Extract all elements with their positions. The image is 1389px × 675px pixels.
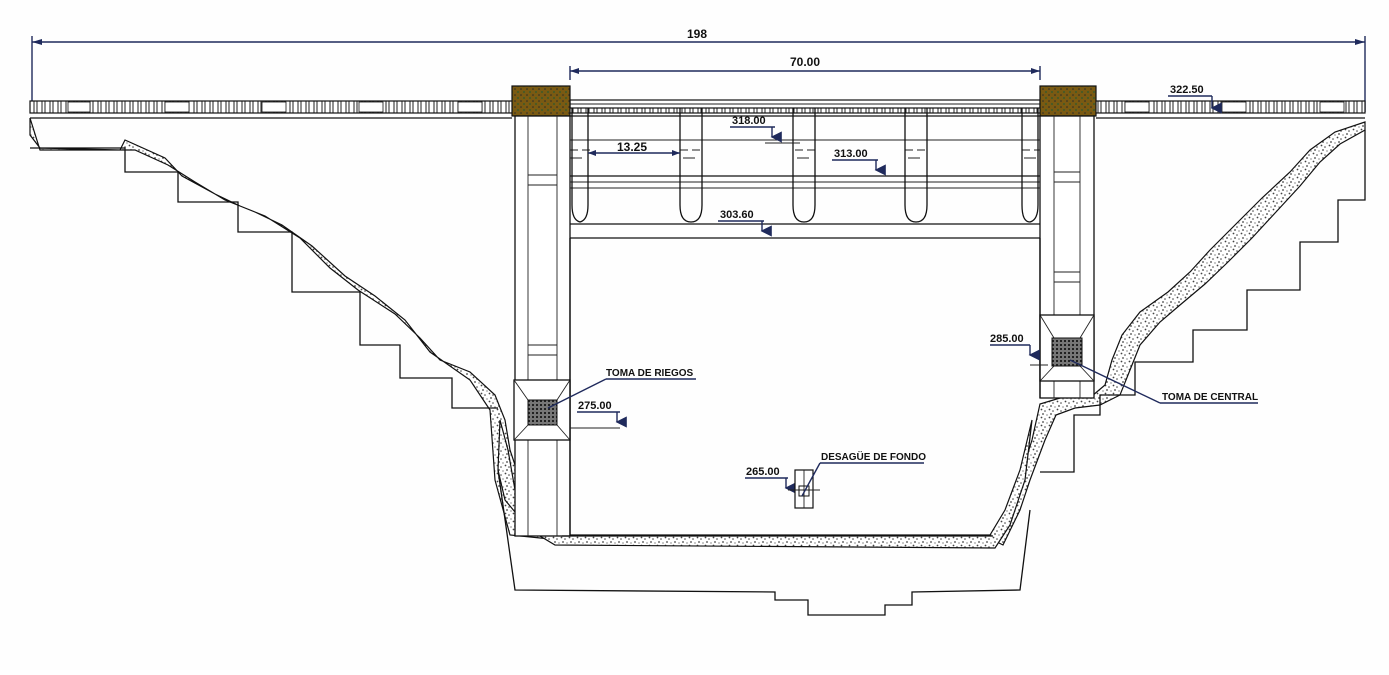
bottom-outlet-structure xyxy=(788,469,820,509)
deck-level-label: 322.50 xyxy=(1170,84,1204,96)
irrigation-intake-level-label: 275.00 xyxy=(578,400,612,412)
bottom-outlet-level-marker xyxy=(745,477,796,494)
left-bank-terrain xyxy=(29,117,561,541)
crest-level-marker xyxy=(718,220,772,237)
central-intake-structure xyxy=(1039,314,1095,382)
left-tower xyxy=(514,115,571,537)
left-abutment-block xyxy=(511,85,571,117)
central-intake-label: TOMA DE CENTRAL xyxy=(1162,392,1258,403)
bottom-outlet-callout xyxy=(801,462,924,497)
water-level-marker xyxy=(832,159,886,176)
central-intake-level-marker xyxy=(990,344,1048,366)
spillway-width-dimension xyxy=(569,66,1041,80)
irrigation-intake-label: TOMA DE RIEGOS xyxy=(606,368,694,379)
bottom-outlet-level-label: 265.00 xyxy=(746,466,780,478)
irrigation-intake-callout xyxy=(547,378,696,409)
irrigation-intake-level-marker xyxy=(570,411,627,429)
foundation-bed xyxy=(497,419,1033,616)
pier-cap-level-marker xyxy=(730,126,800,144)
irrigation-intake-structure xyxy=(513,379,571,441)
total-span-dimension xyxy=(31,36,1366,112)
spillway-width-label: 70.00 xyxy=(790,55,820,69)
bay-width-label: 13.25 xyxy=(617,140,647,154)
water-level-label: 313.00 xyxy=(834,148,868,160)
total-span-label: 198 xyxy=(687,27,707,41)
bridge-deck xyxy=(29,99,1366,119)
pier-cap-level-label: 318.00 xyxy=(732,115,766,127)
spillway-body xyxy=(562,115,1041,537)
bottom-outlet-label: DESAGÜE DE FONDO xyxy=(821,450,926,463)
central-intake-callout xyxy=(1069,359,1258,404)
spillway-piers xyxy=(571,108,1039,223)
crest-level-label: 303.60 xyxy=(720,209,754,221)
bay-width-dimension xyxy=(588,150,680,156)
right-abutment-block xyxy=(1039,85,1097,117)
central-intake-level-label: 285.00 xyxy=(990,333,1024,345)
right-bank-terrain xyxy=(992,121,1366,546)
deck-level-marker xyxy=(1168,95,1222,114)
